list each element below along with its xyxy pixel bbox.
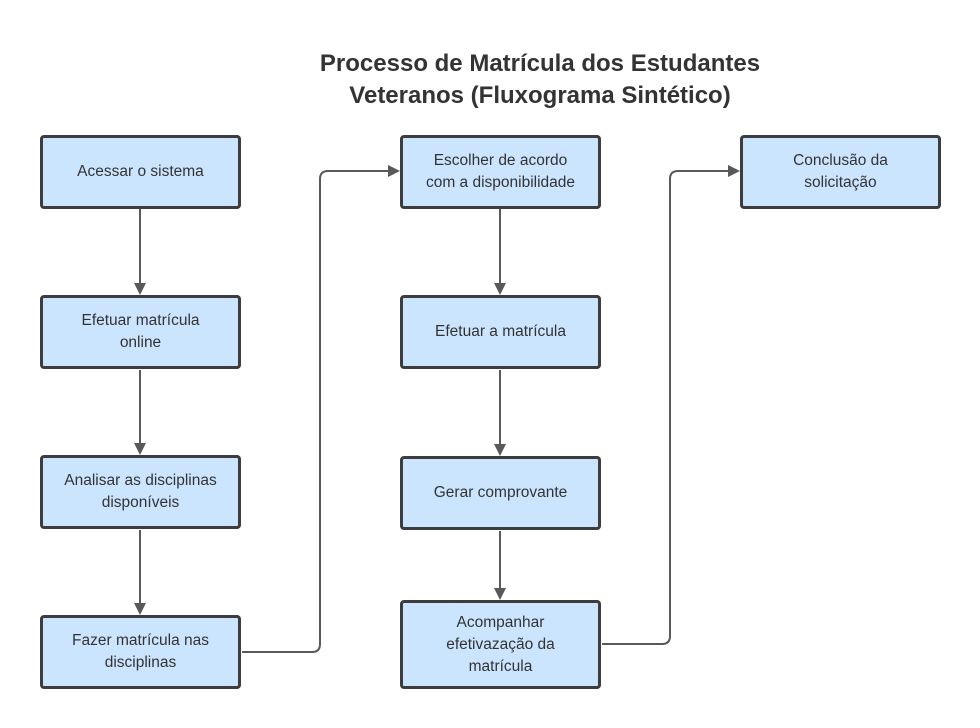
- node-conclusao-solicitacao-label: Conclusão da solicitação: [793, 152, 888, 191]
- node-efetuar-matricula-online-label: Efetuar matrícula online: [81, 312, 200, 351]
- diagram-title: Processo de Matrícula dos Estudantes Vet…: [240, 48, 840, 112]
- diagram-title-line-1: Processo de Matrícula dos Estudantes: [319, 50, 761, 77]
- node-fazer-matricula: Fazer matrícula nas disciplinas: [40, 615, 241, 689]
- node-acompanhar-efetivacao: Acompanhar efetivazação da matrícula: [400, 600, 601, 689]
- node-escolher-disponibilidade-label: Escolher de acordo com a disponibilidade: [425, 152, 576, 191]
- node-conclusao-solicitacao: Conclusão da solicitação: [740, 135, 941, 209]
- diagram-title-line-2: Veteranos (Fluxograma Sintético): [349, 82, 731, 109]
- arrow-fazer-to-escolher: [242, 165, 400, 653]
- node-efetuar-matricula-label: Efetuar a matrícula: [435, 323, 566, 340]
- node-acompanhar-efetivacao-label: Acompanhar efetivazação da matrícula: [446, 613, 555, 675]
- node-analisar-disciplinas-label: Analisar as disciplinas disponíveis: [64, 472, 217, 511]
- node-analisar-disciplinas: Analisar as disciplinas disponíveis: [40, 455, 241, 529]
- node-efetuar-matricula-online: Efetuar matrícula online: [40, 295, 241, 369]
- arrow-acompanhar-to-conclusao: [602, 165, 740, 645]
- node-escolher-disponibilidade: Escolher de acordo com a disponibilidade: [400, 135, 601, 209]
- node-acessar-o-sistema: Acessar o sistema: [40, 135, 241, 209]
- node-fazer-matricula-label: Fazer matrícula nas disciplinas: [72, 632, 209, 671]
- node-gerar-comprovante: Gerar comprovante: [400, 456, 601, 530]
- node-acessar-o-sistema-label: Acessar o sistema: [77, 163, 204, 180]
- node-efetuar-matricula: Efetuar a matrícula: [400, 295, 601, 369]
- node-gerar-comprovante-label: Gerar comprovante: [433, 484, 568, 501]
